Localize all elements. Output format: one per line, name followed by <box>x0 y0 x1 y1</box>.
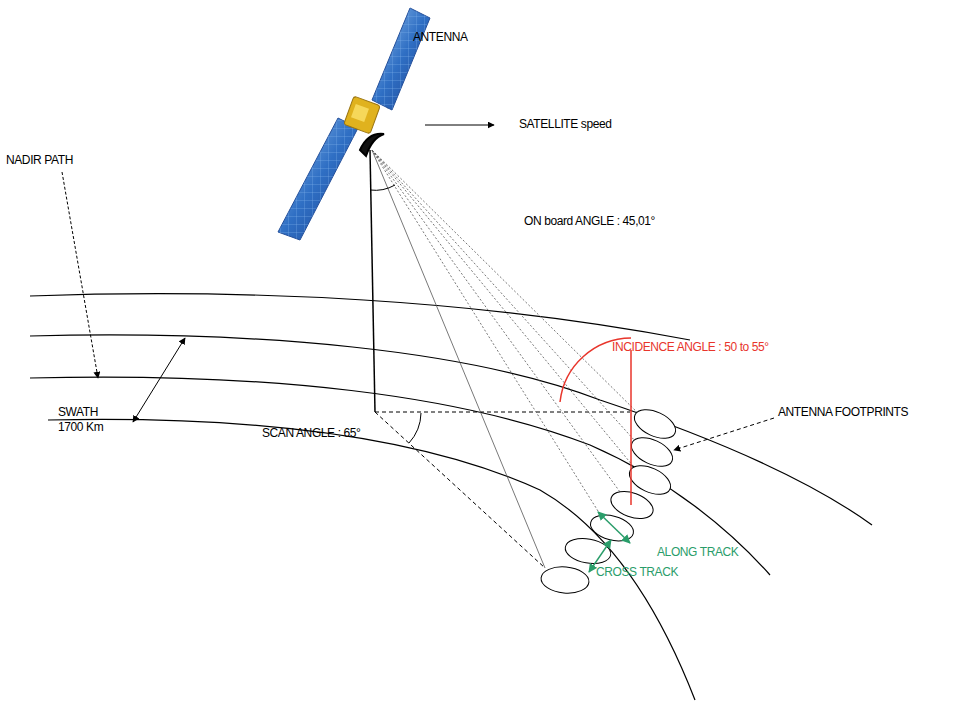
incidence-normal <box>630 350 632 505</box>
angle-label: INCIDENCE ANGLE : 50 to 55° <box>612 340 769 355</box>
part-label: ANTENNA <box>413 30 468 45</box>
dimension-label: SWATH 1700 Km <box>58 405 120 435</box>
angle-label: SCAN ANGLE : 65° <box>262 426 360 441</box>
beam-line <box>372 150 545 568</box>
swath-arrow <box>133 338 185 422</box>
part-label: ANTENNA FOOTPRINTS <box>778 405 908 420</box>
track-lines <box>30 294 872 700</box>
along-track-arrow <box>598 512 630 543</box>
satellite <box>278 8 430 240</box>
scan-angle-arc <box>409 413 421 443</box>
direction-label: ALONG TRACK <box>657 545 738 560</box>
onboard-angle-arc <box>370 185 395 190</box>
angle-label: ON board ANGLE : 45,01° <box>524 214 655 229</box>
direction-label: CROSS TRACK <box>596 565 678 580</box>
footprint-leader <box>674 418 774 450</box>
nadir-leader <box>62 172 98 378</box>
speed-arrow <box>425 125 494 126</box>
dashed-line <box>375 412 630 413</box>
beam-lines <box>372 150 650 527</box>
nadir-line <box>370 150 375 412</box>
dashed-line <box>375 412 545 568</box>
path-label: NADIR PATH <box>6 153 73 168</box>
motion-label: SATELLITE speed <box>519 117 612 132</box>
antenna-footprints <box>540 404 680 595</box>
